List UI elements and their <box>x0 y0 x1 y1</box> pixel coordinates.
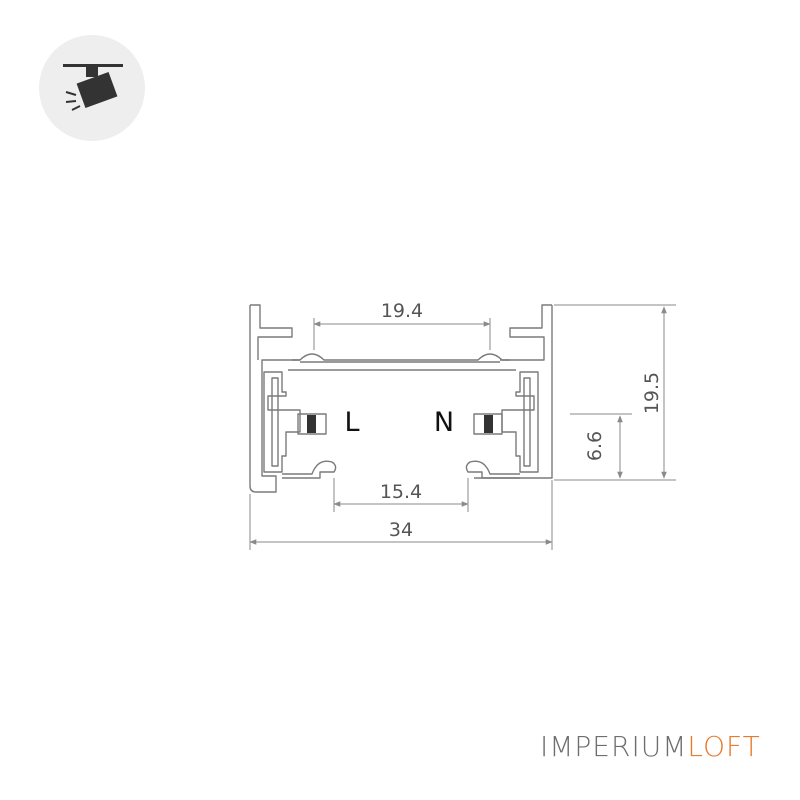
dimension-overall-width: 34 <box>389 519 413 541</box>
dimension-lines <box>249 304 676 550</box>
conductor-label-neutral: N <box>434 407 454 438</box>
dimension-overall-height: 19.5 <box>641 372 663 414</box>
brand-logo-part1: IMPERIUM <box>540 730 688 763</box>
track-spotlight-icon <box>39 35 145 141</box>
dimension-top-opening: 19.4 <box>381 300 423 322</box>
left-contact <box>307 415 316 433</box>
brand-logo-part2: LOFT <box>687 730 761 763</box>
track-profile <box>249 304 553 493</box>
dimension-contact-height: 6.6 <box>584 431 606 461</box>
dimension-bottom-opening: 15.4 <box>380 481 422 503</box>
right-contact <box>484 415 493 433</box>
conductor-label-live: L <box>344 407 359 438</box>
brand-logo: IMPERIUMLOFT <box>540 730 761 763</box>
